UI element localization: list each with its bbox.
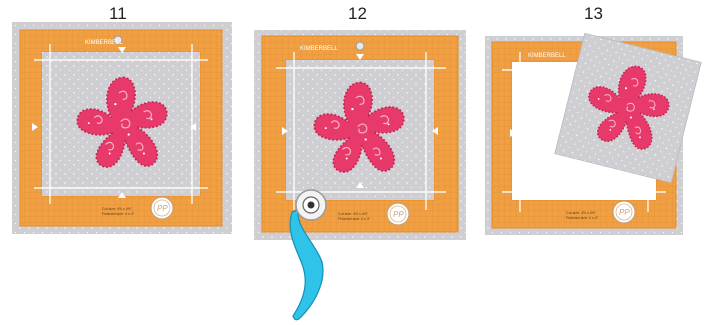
cut-size-label: Cut size: 4½ x 4½" [102,207,133,211]
svg-text:PP: PP [619,208,630,217]
step-11-panel: KIMBERBELL Cut size: 4½ x 4½" Finished s… [12,22,232,234]
finished-size-label: Finished size: 4 x 4" [338,217,371,221]
step-13-panel: KIMBERBELL Cut size: 4½ x 4½" Finished s… [485,33,701,235]
cut-size-label: Cut size: 4½ x 4½" [566,211,597,215]
svg-text:PP: PP [393,210,404,219]
grommet-icon [356,42,364,50]
brand-logo: KIMBERBELL [300,46,338,52]
pp-badge-icon: PP [387,203,409,225]
cut-size-label: Cut size: 4½ x 4½" [338,212,369,216]
brand-logo: KIMBERBELL [85,40,123,46]
step-12-panel: KIMBERBELL Cut size: 4½ x 4½" Finished s… [254,30,466,320]
finished-size-label: Finished size: 4 x 4" [102,212,135,216]
brand-logo: KIMBERBELL [528,53,566,59]
svg-text:PP: PP [157,204,168,213]
finished-size-label: Finished size: 4 x 4" [566,216,599,220]
pp-badge-icon: PP [151,197,173,219]
pp-badge-icon: PP [613,201,635,223]
